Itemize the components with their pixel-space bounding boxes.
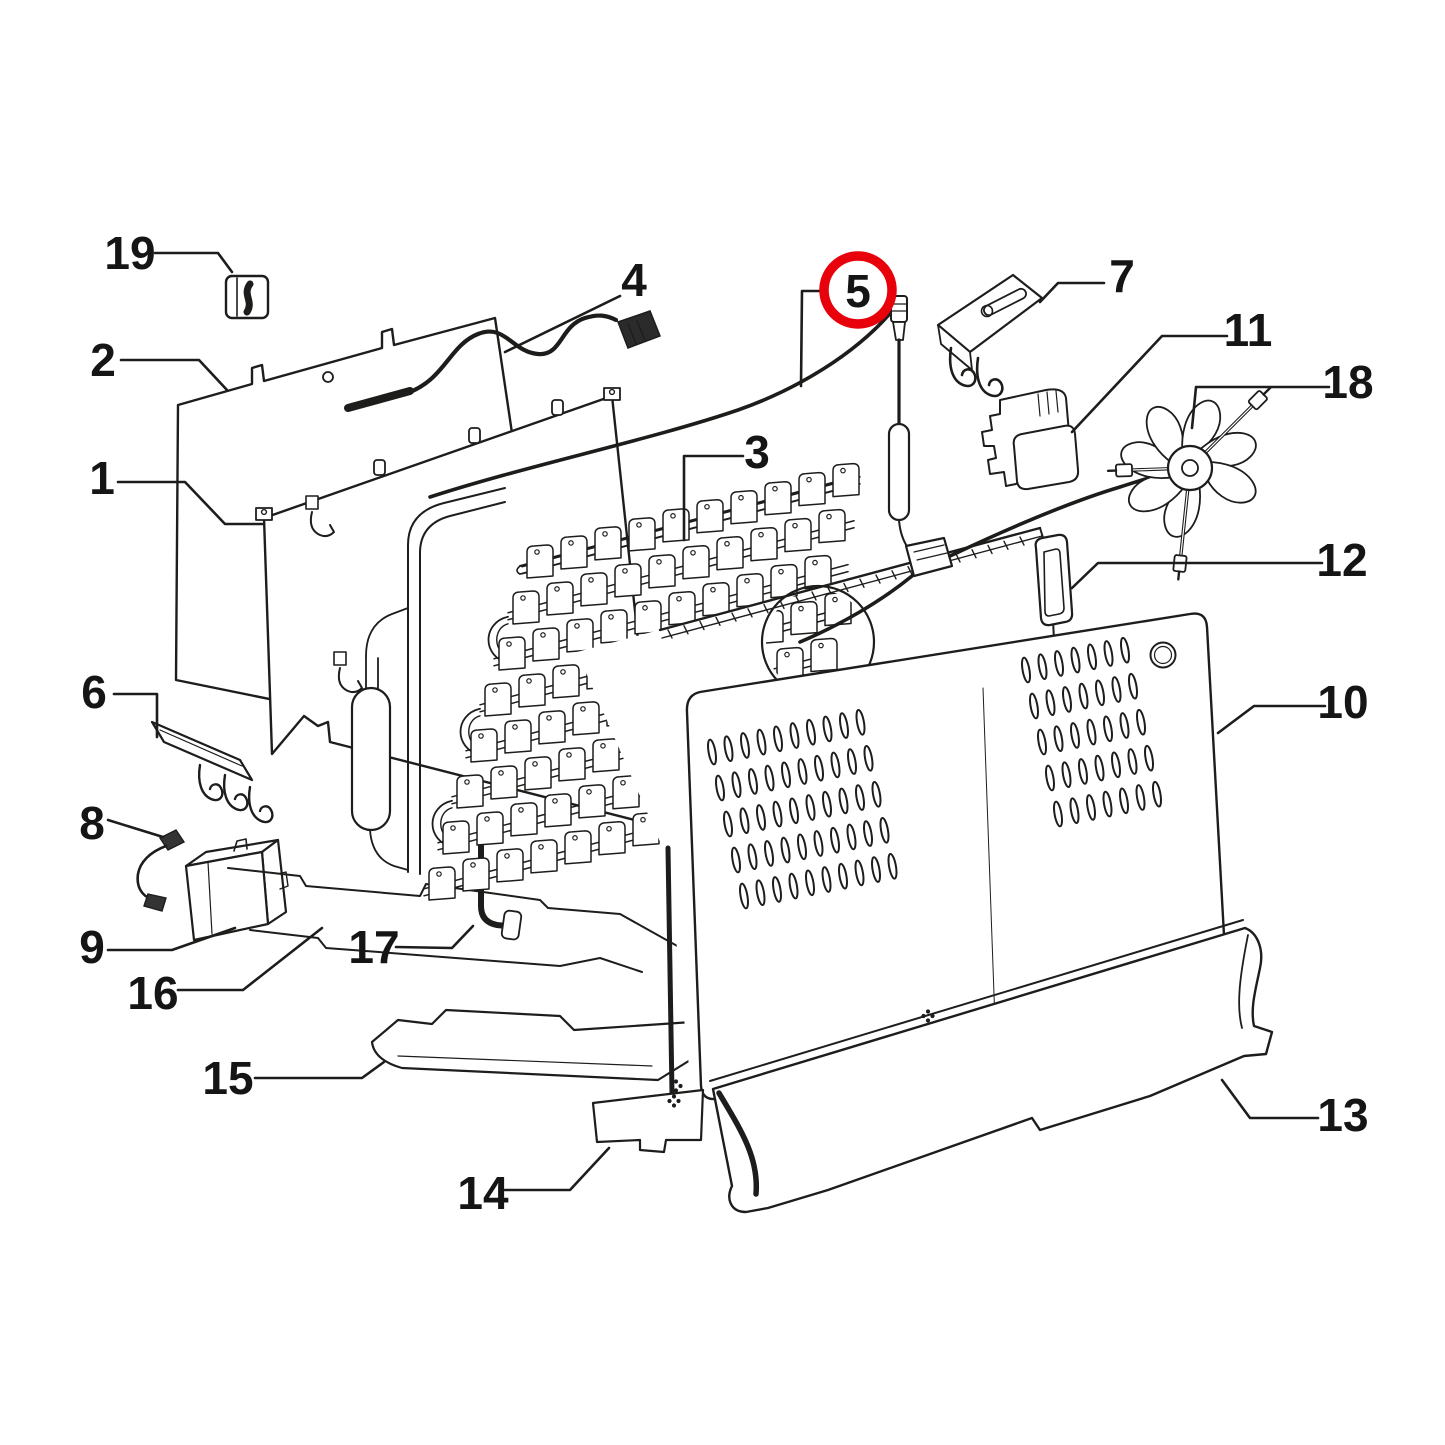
part-label-13: 13 xyxy=(1317,1089,1368,1141)
leader-line-10 xyxy=(1216,704,1327,735)
part-6-hook-bracket xyxy=(150,720,274,824)
part-17-drain-tube xyxy=(478,843,523,941)
leader-line-5 xyxy=(799,289,826,388)
part-label-18: 18 xyxy=(1322,356,1373,408)
part-8-short-wire xyxy=(136,829,186,912)
part-label-5: 5 xyxy=(845,265,871,317)
leader-line-1 xyxy=(116,480,264,526)
part-label-4: 4 xyxy=(621,254,647,306)
highlight-circle xyxy=(819,251,897,329)
part-label-3: 3 xyxy=(744,426,770,478)
part-label-8: 8 xyxy=(79,797,105,849)
leader-line-9 xyxy=(106,926,237,952)
part-label-19: 19 xyxy=(104,227,155,279)
part-9-cover-box xyxy=(184,838,289,942)
part-label-16: 16 xyxy=(127,967,178,1019)
leader-line-15 xyxy=(253,1060,386,1080)
part-label-11: 11 xyxy=(1224,304,1273,356)
part-14-bottom-panel xyxy=(591,1079,705,1154)
leader-line-3 xyxy=(682,454,745,542)
part-label-6: 6 xyxy=(81,666,107,718)
leader-line-12 xyxy=(1070,561,1324,590)
leader-line-8 xyxy=(106,818,165,839)
part-12-handle xyxy=(1034,533,1074,627)
part-label-14: 14 xyxy=(457,1167,509,1219)
part-label-10: 10 xyxy=(1317,676,1368,728)
leader-line-4 xyxy=(503,294,622,354)
leader-line-14 xyxy=(503,1146,611,1192)
part-13-bottom-tray xyxy=(709,919,1274,1214)
part-5-capillary-tube xyxy=(428,295,1174,644)
part-label-17: 17 xyxy=(348,921,399,973)
part-4-sensor-cable xyxy=(344,310,661,412)
part-19-clip xyxy=(224,274,270,320)
leader-line-19 xyxy=(153,251,234,274)
part-label-1: 1 xyxy=(89,452,115,504)
part-15-air-duct-tray xyxy=(370,1008,720,1082)
part-label-12: 12 xyxy=(1316,534,1367,586)
leader-line-16 xyxy=(176,926,324,992)
part-label-2: 2 xyxy=(90,334,116,386)
part-label-15: 15 xyxy=(202,1052,253,1104)
part-7-hook-plate xyxy=(936,273,1044,398)
part-label-9: 9 xyxy=(79,921,105,973)
leader-line-2 xyxy=(119,358,229,392)
part-11-terminal-cover xyxy=(981,388,1080,491)
leader-line-6 xyxy=(112,692,159,739)
leader-line-18 xyxy=(1190,385,1331,430)
leader-line-11 xyxy=(1070,334,1229,434)
part-18-fan-impeller xyxy=(1106,386,1272,581)
leader-line-7 xyxy=(1038,281,1106,304)
leader-line-17 xyxy=(394,924,475,950)
leader-line-13 xyxy=(1220,1078,1320,1120)
part-label-7: 7 xyxy=(1109,250,1135,302)
